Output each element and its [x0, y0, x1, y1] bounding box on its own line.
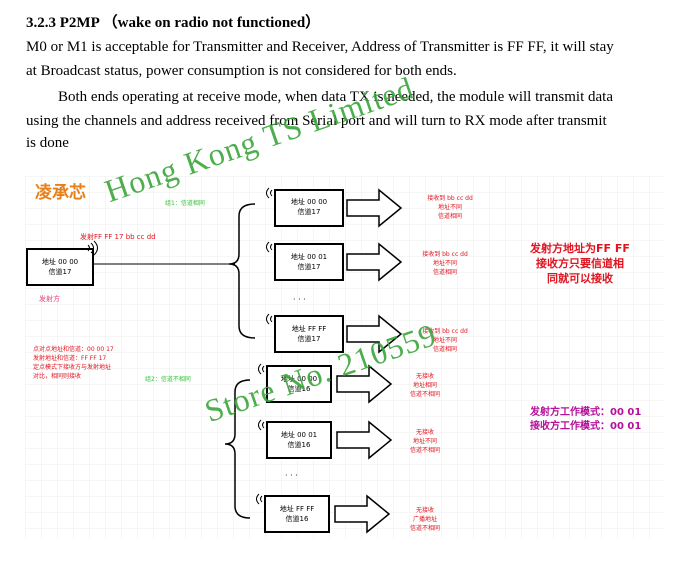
svg-text:信道不相同: 信道不相同 — [410, 390, 440, 398]
svg-text:信道相同: 信道相同 — [433, 268, 457, 276]
signal-icon — [258, 363, 265, 375]
section-heading: 3.2.3 P2MP （wake on radio not functioned… — [26, 15, 321, 31]
svg-text:地址相同: 地址相同 — [413, 381, 437, 389]
svg-text:同就可以接收: 同就可以接收 — [547, 271, 613, 285]
svg-text:信道不相同: 信道不相同 — [410, 524, 440, 532]
paragraph-1-line-1: M0 or M1 is acceptable for Transmitter a… — [26, 39, 614, 55]
ellipsis-1: · · · — [293, 295, 306, 304]
svg-text:地址 FF FF: 地址 FF FF — [292, 324, 327, 333]
svg-text:地址 00 00: 地址 00 00 — [291, 197, 327, 206]
svg-text:无接收: 无接收 — [416, 372, 434, 380]
svg-text:地址 FF FF: 地址 FF FF — [280, 504, 315, 513]
arrow-4 — [336, 364, 393, 404]
arrow-3 — [346, 314, 403, 354]
rx-module-1: 地址 00 00 信道17 — [266, 187, 344, 227]
arrow-6 — [334, 494, 391, 534]
note-broadcast: 发射方地址为FF FF 接收方只要信道相 同就可以接收 — [529, 241, 630, 285]
tx-chan: 信道17 — [49, 267, 72, 276]
arrow-5 — [336, 420, 393, 460]
paragraph-2-line-1: Both ends operating at receive mode, whe… — [58, 89, 613, 105]
signal-icon — [256, 493, 263, 505]
svg-text:发射方工作模式：00 01: 发射方工作模式：00 01 — [529, 405, 641, 418]
note-modes: 发射方工作模式：00 01 接收方工作模式：00 01 — [529, 405, 641, 432]
rx-module-5: 地址 00 01 信道16 — [258, 419, 332, 459]
left-note-line: 发射地址和信道：FF FF 17 — [33, 354, 106, 362]
diagram-grid — [25, 176, 663, 538]
svg-text:信道16: 信道16 — [288, 384, 311, 393]
transmitter-module — [26, 248, 94, 286]
paragraph-2-line-3: is done — [26, 135, 69, 151]
svg-text:信道16: 信道16 — [286, 514, 309, 523]
svg-text:地址 00 01: 地址 00 01 — [281, 430, 317, 439]
svg-text:无接收: 无接收 — [416, 506, 434, 514]
arrow-2 — [346, 242, 403, 282]
svg-text:信道17: 信道17 — [298, 334, 321, 343]
rx-module-3: 地址 FF FF 信道17 — [266, 313, 344, 353]
left-note-line: 点对点地址和信道：00 00 17 — [33, 345, 114, 353]
svg-text:无接收: 无接收 — [416, 428, 434, 436]
svg-text:地址 00 00: 地址 00 00 — [281, 374, 317, 383]
group1-brace — [228, 203, 256, 339]
svg-text:地址 00 01: 地址 00 01 — [291, 252, 327, 261]
signal-icon — [266, 187, 273, 199]
svg-text:信道17: 信道17 — [298, 207, 321, 216]
signal-icon — [266, 313, 273, 325]
arrow-1 — [346, 188, 403, 228]
group2-brace — [224, 379, 251, 519]
svg-text:发射方地址为FF FF: 发射方地址为FF FF — [529, 241, 630, 255]
paragraph-1-line-2: at Broadcast status, power consumption i… — [26, 63, 457, 79]
svg-text:信道相同: 信道相同 — [438, 212, 462, 220]
svg-text:地址不同: 地址不同 — [433, 259, 457, 267]
p2mp-diagram: 凌承芯 发射FF FF 17 bb cc dd 地址 00 00 信道17 发射… — [25, 176, 663, 538]
rx-module-2: 地址 00 01 信道17 — [266, 241, 344, 281]
ellipsis-2: · · · — [285, 471, 298, 480]
rx-module-4: 地址 00 00 信道16 — [258, 363, 332, 403]
rx-module-6: 地址 FF FF 信道16 — [256, 493, 330, 533]
logo-text: 凌承芯 — [35, 182, 86, 203]
left-note-line: 对比，相同则接收 — [33, 372, 81, 380]
paragraph-2-line-2: using the channels and address received … — [26, 113, 607, 129]
svg-text:信道相同: 信道相同 — [433, 345, 457, 353]
left-note-line: 定点模式下接收方与发射地址 — [33, 363, 111, 371]
arrows — [334, 188, 403, 534]
signal-icon — [258, 419, 265, 431]
tx-header: 发射FF FF 17 bb cc dd — [80, 232, 156, 241]
svg-text:接收到 bb cc dd: 接收到 bb cc dd — [427, 194, 473, 202]
svg-text:地址不同: 地址不同 — [413, 437, 437, 445]
group1-label: 组1：信道相同 — [165, 199, 205, 207]
left-note: 点对点地址和信道：00 00 17 发射地址和信道：FF FF 17 定点模式下… — [33, 345, 114, 380]
svg-text:信道17: 信道17 — [298, 262, 321, 271]
tx-addr: 地址 00 00 — [42, 257, 78, 266]
svg-text:地址不同: 地址不同 — [433, 336, 457, 344]
svg-text:接收方只要信道相: 接收方只要信道相 — [536, 256, 624, 270]
svg-text:广播地址: 广播地址 — [413, 515, 437, 523]
svg-text:地址不同: 地址不同 — [438, 203, 462, 211]
signal-icon — [266, 241, 273, 253]
tx-signal-icon — [87, 240, 98, 256]
svg-text:接收到 bb cc dd: 接收到 bb cc dd — [422, 327, 468, 335]
svg-text:接收到 bb cc dd: 接收到 bb cc dd — [422, 250, 468, 258]
svg-text:信道不相同: 信道不相同 — [410, 446, 440, 454]
svg-text:接收方工作模式：00 01: 接收方工作模式：00 01 — [530, 419, 641, 432]
group2-label: 组2：信道不相同 — [145, 375, 191, 383]
tx-label: 发射方 — [39, 294, 60, 303]
svg-text:信道16: 信道16 — [288, 440, 311, 449]
